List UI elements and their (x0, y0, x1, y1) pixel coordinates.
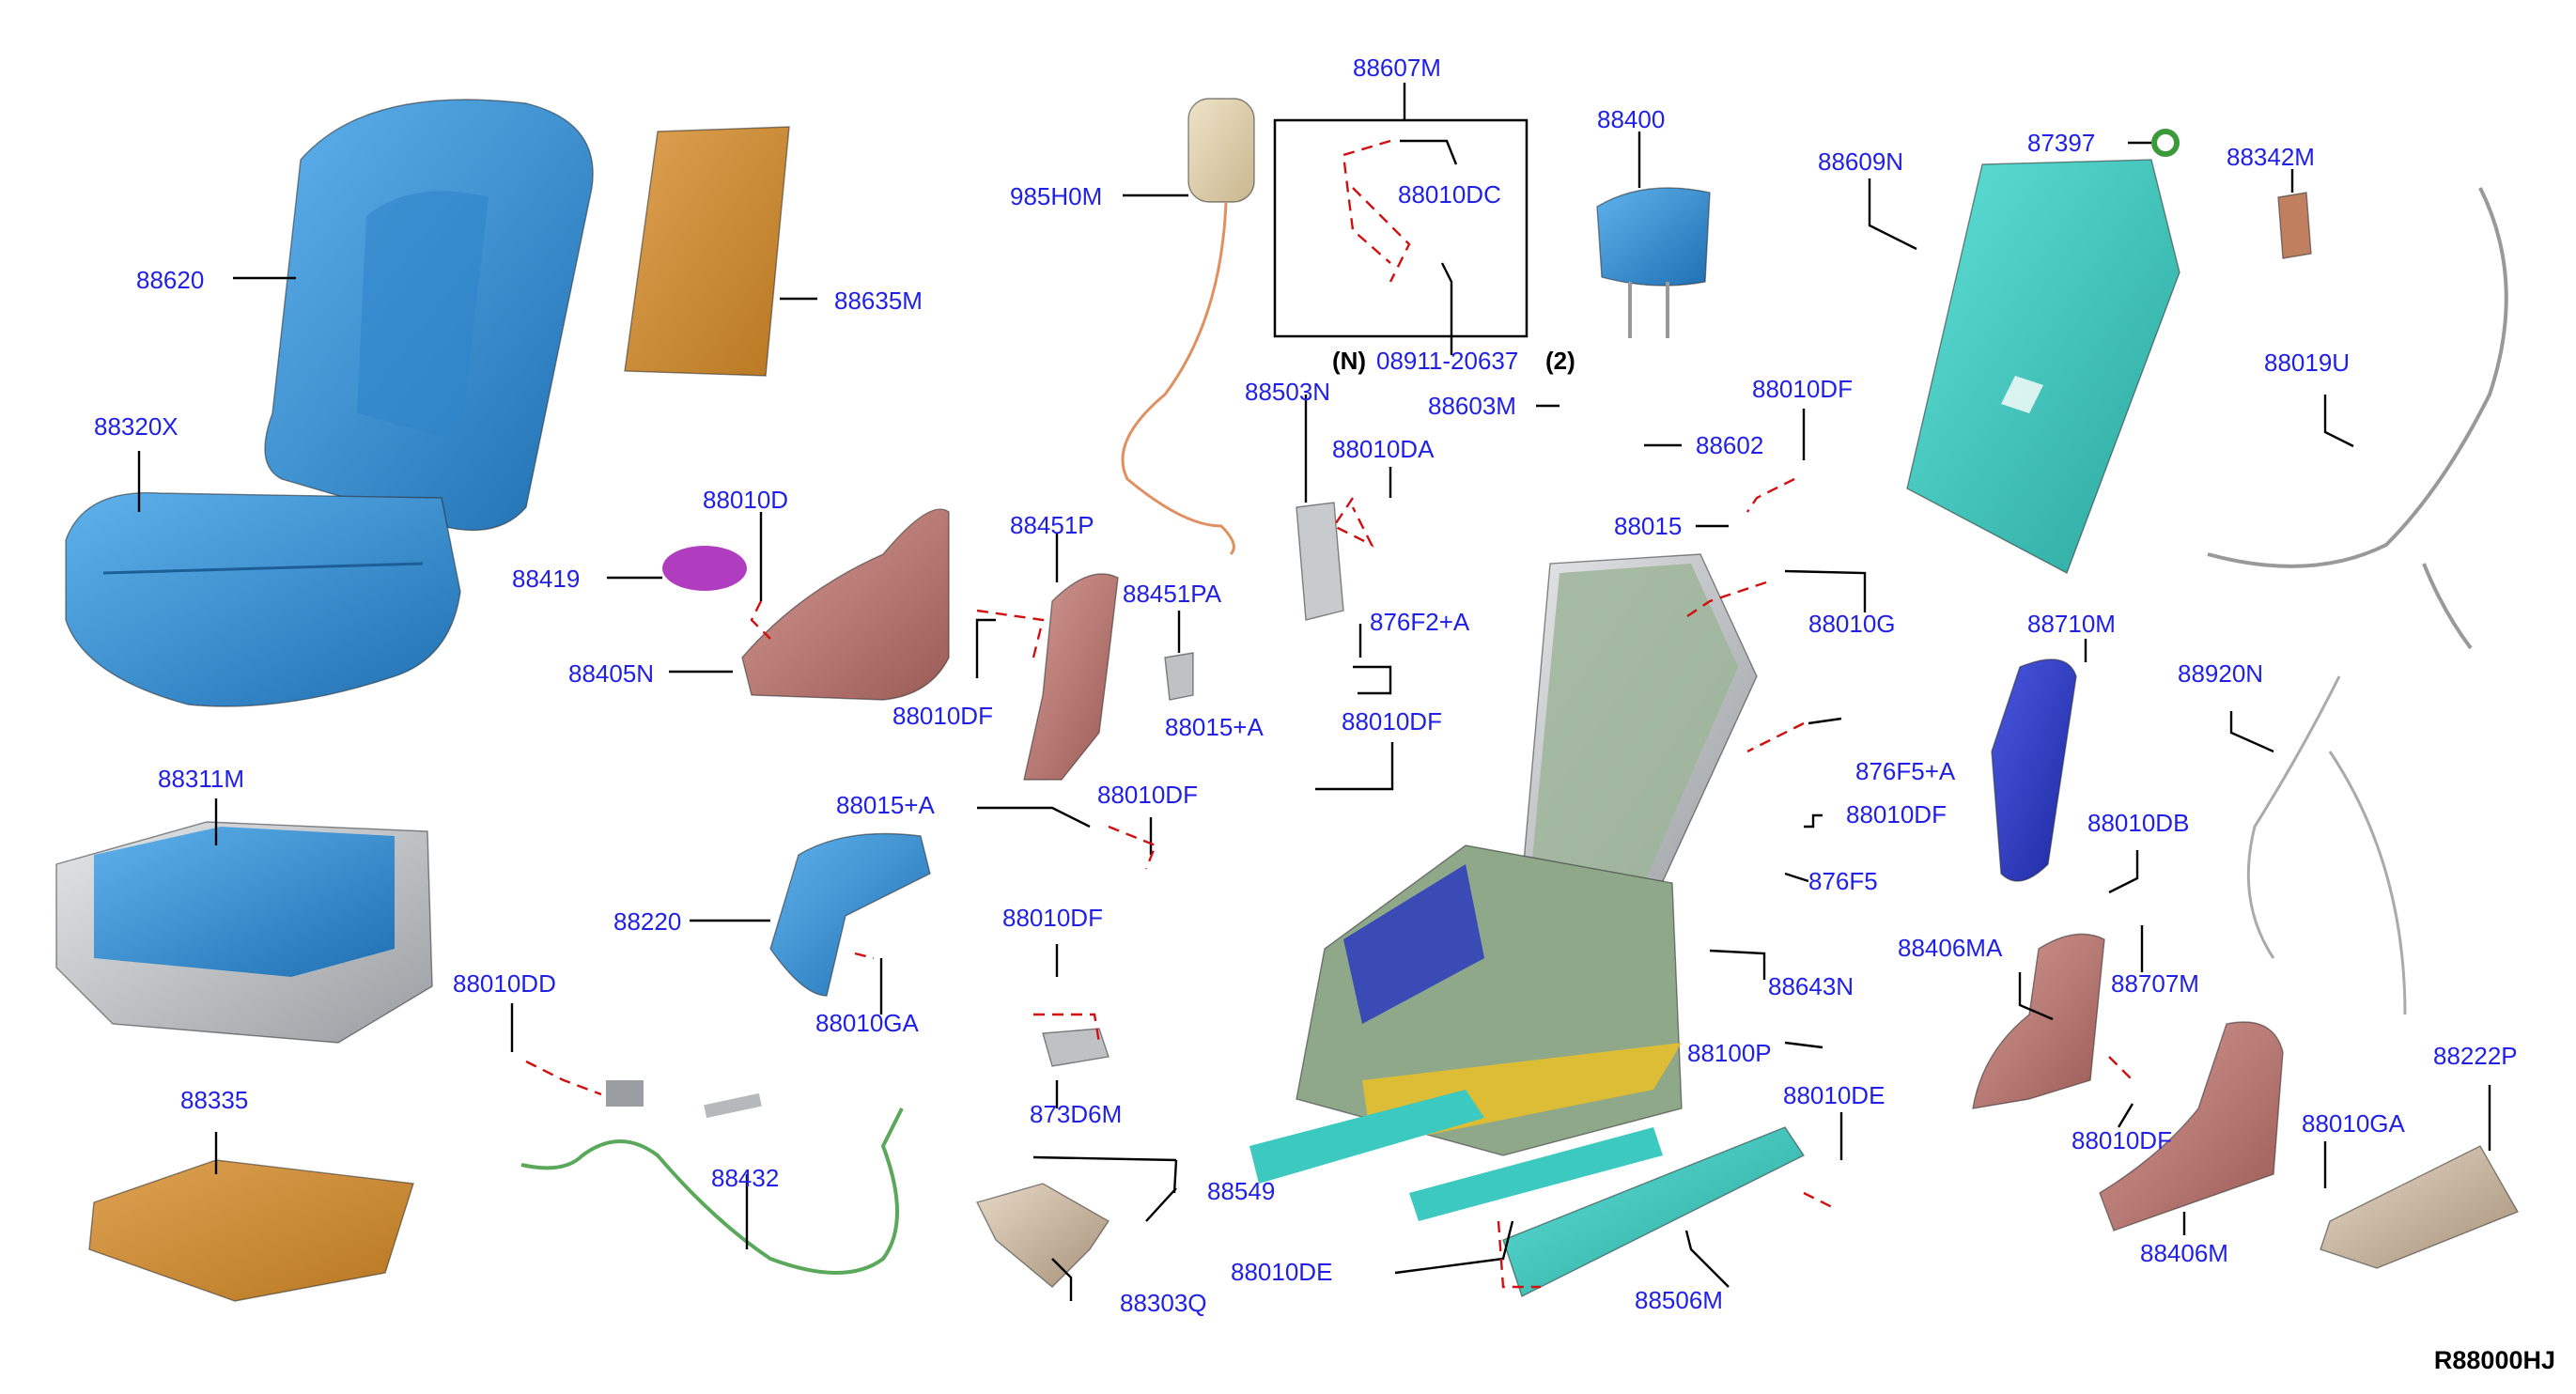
frame-88100P[interactable] (1249, 553, 1758, 1221)
label-88010DF-e[interactable]: 88010DF (1752, 375, 1853, 403)
label-08911-20637[interactable]: 08911-20637 (1376, 347, 1519, 375)
harness-88019U[interactable] (2207, 187, 2508, 650)
label-88643N[interactable]: 88643N (1768, 972, 1854, 1000)
label-88010DF-b[interactable]: 88010DF (1342, 707, 1442, 736)
label-88603M[interactable]: 88603M (1428, 392, 1516, 420)
label-88010DE-a[interactable]: 88010DE (1783, 1081, 1885, 1109)
adjuster-88503N[interactable] (1296, 502, 1344, 621)
grommet-87397[interactable] (2151, 129, 2180, 157)
diagram-code: R88000HJ (2433, 1346, 2555, 1374)
label-88303Q[interactable]: 88303Q (1120, 1289, 1207, 1317)
box-88607M (1273, 118, 1529, 338)
cushion-pad-88311M[interactable] (55, 821, 433, 1044)
label-88707M[interactable]: 88707M (2111, 969, 2199, 998)
label-87397[interactable]: 87397 (2027, 129, 2096, 157)
airbag-985H0M[interactable] (1121, 98, 1255, 556)
side-cover-88419[interactable] (662, 546, 747, 591)
label-88506M[interactable]: 88506M (1635, 1286, 1723, 1314)
bracket-88451P[interactable] (1023, 573, 1119, 781)
cover-873D6M[interactable] (1042, 1028, 1110, 1067)
label-88419[interactable]: 88419 (512, 565, 581, 593)
cushion-pad-88335[interactable] (88, 1159, 414, 1302)
label-88432[interactable]: 88432 (711, 1164, 780, 1192)
rail-88506M[interactable] (1502, 1126, 1806, 1297)
label-88010GA-right[interactable]: 88010GA (2302, 1109, 2405, 1138)
label-88010GA-left[interactable]: 88010GA (815, 1009, 919, 1037)
label-88010DC[interactable]: 88010DC (1398, 180, 1501, 209)
cushion-trim-88320X[interactable] (65, 491, 461, 707)
label-88010G[interactable]: 88010G (1808, 610, 1896, 638)
label-88010DF-g[interactable]: 88010DF (2072, 1126, 2172, 1154)
label-88010DA[interactable]: 88010DA (1332, 435, 1435, 463)
bracket-88406MA[interactable] (1972, 933, 2105, 1109)
bracket-88220[interactable] (769, 832, 931, 997)
label-876F2+A[interactable]: 876F2+A (1370, 608, 1470, 636)
cover-88222P[interactable] (2320, 1145, 2520, 1269)
label-88549[interactable]: 88549 (1207, 1177, 1276, 1205)
label-88503N[interactable]: 88503N (1245, 378, 1331, 406)
label-88010DF-a[interactable]: 88010DF (892, 702, 993, 730)
label-88010DE-b[interactable]: 88010DE (1231, 1258, 1333, 1286)
label-873D6M[interactable]: 873D6M (1030, 1100, 1123, 1128)
armrest-88710M[interactable] (1991, 658, 2077, 882)
label-88451PA[interactable]: 88451PA (1123, 580, 1222, 608)
label-88311M[interactable]: 88311M (158, 765, 245, 793)
label-88100P[interactable]: 88100P (1687, 1039, 1772, 1067)
label-88609N[interactable]: 88609N (1818, 147, 1904, 176)
label-88010DD[interactable]: 88010DD (453, 969, 556, 998)
harness-88432[interactable] (520, 1080, 904, 1275)
label-985H0M[interactable]: 985H0M (1010, 182, 1103, 210)
label-88406MA[interactable]: 88406MA (1898, 934, 2003, 962)
label-88405N[interactable]: 88405N (568, 659, 655, 688)
label-88635M[interactable]: 88635M (834, 287, 923, 315)
clip-88342M[interactable] (2277, 192, 2312, 259)
bracket-88303Q[interactable] (975, 1183, 1110, 1288)
side-cover-88406M[interactable] (2099, 1021, 2284, 1231)
label-88019U[interactable]: 88019U (2264, 348, 2351, 377)
note-new-part-prefix: (N) (1332, 347, 1367, 375)
leader-lines (137, 83, 2491, 1301)
label-88222P[interactable]: 88222P (2433, 1042, 2518, 1070)
assembly-lines (525, 139, 2134, 1289)
headrest-88400[interactable] (1596, 187, 1711, 338)
label-88010D[interactable]: 88010D (703, 486, 789, 514)
label-88010DF-f[interactable]: 88010DF (1846, 800, 1947, 829)
label-88620[interactable]: 88620 (136, 266, 205, 294)
label-88607M[interactable]: 88607M (1353, 54, 1441, 82)
label-88320X[interactable]: 88320X (94, 412, 178, 441)
seat-back-pad-88635M[interactable] (624, 126, 790, 377)
side-bracket-88405N[interactable] (741, 508, 950, 701)
label-88010DF-c[interactable]: 88010DF (1097, 781, 1198, 809)
label-88220[interactable]: 88220 (613, 907, 682, 936)
seat-back-pad-88620[interactable] (264, 99, 594, 532)
label-88400[interactable]: 88400 (1597, 105, 1666, 133)
label-88920N[interactable]: 88920N (2178, 659, 2264, 688)
label-88335[interactable]: 88335 (180, 1086, 249, 1114)
label-88015+A-left[interactable]: 88015+A (836, 791, 935, 819)
back-board-88609N[interactable] (1906, 159, 2180, 574)
label-88342M[interactable]: 88342M (2227, 143, 2315, 171)
label-88015[interactable]: 88015 (1614, 512, 1683, 540)
label-88406M[interactable]: 88406M (2140, 1239, 2228, 1267)
label-88451P[interactable]: 88451P (1010, 511, 1094, 539)
label-88710M[interactable]: 88710M (2027, 610, 2116, 638)
note-quantity: (2) (1545, 347, 1575, 375)
label-876F5+A[interactable]: 876F5+A (1855, 757, 1956, 785)
harness-88920N[interactable] (2246, 675, 2407, 1015)
label-88015+A-center[interactable]: 88015+A (1165, 713, 1264, 741)
label-88010DB[interactable]: 88010DB (2087, 809, 2190, 837)
label-88602[interactable]: 88602 (1696, 431, 1764, 459)
label-88010DF-d[interactable]: 88010DF (1002, 904, 1103, 932)
label-876F5[interactable]: 876F5 (1808, 867, 1878, 895)
knob-88451PA[interactable] (1164, 652, 1194, 701)
